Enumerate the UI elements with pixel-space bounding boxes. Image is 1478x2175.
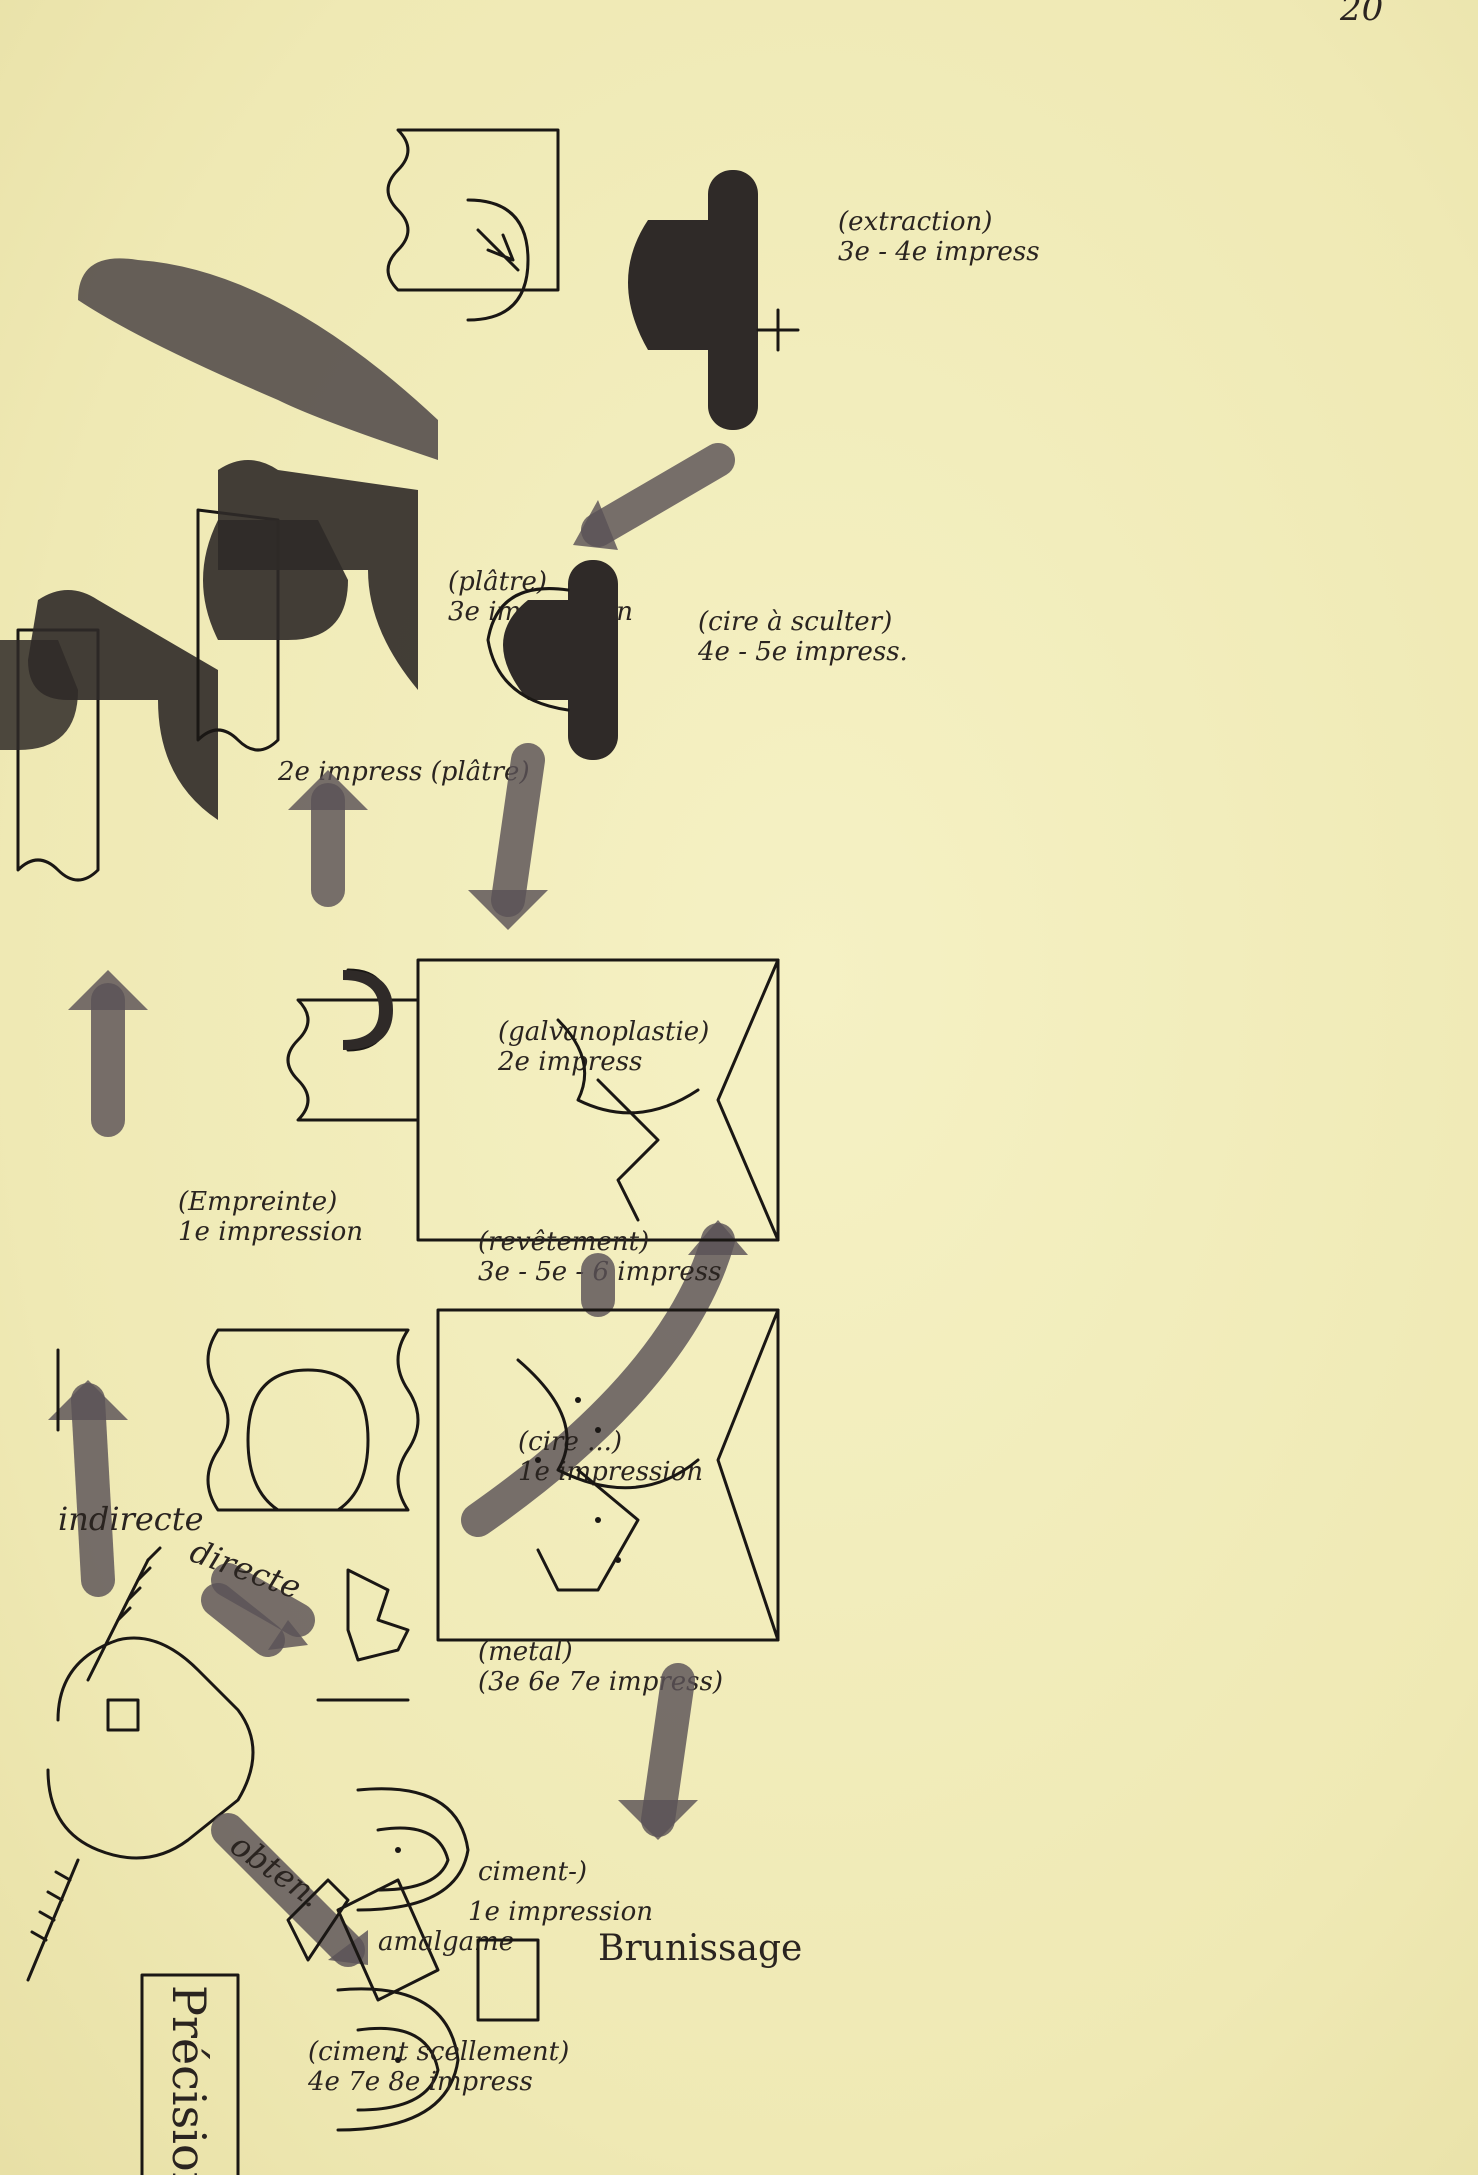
page-number: 20 [1339,0,1383,29]
label-imp1-cire-1: 1e impression [518,1457,703,1487]
label-imp1-bottom: 1e impression [468,1897,653,1927]
arrow-indirect: indirecte [48,1380,204,1580]
curved-extraction-stroke [78,258,438,460]
title: Précision. [162,1985,216,2175]
label-imp1-empreinte-2: (Empreinte) [178,1187,337,1217]
imp1-empreinte: 1e impression (Empreinte) [58,1187,418,1510]
label-imp2-platre: 2e impress (plâtre) [277,757,530,787]
arrow-direct: directe [185,1532,308,1650]
label-indirecte: indirecte [58,1500,204,1538]
label-imp4-5-1: 4e - 5e impress. [697,637,908,667]
label-amalgame: amalgame [378,1927,514,1957]
imp3-4-extraction: 3e - 4e impress (extraction) [628,170,1040,430]
label-imp2-galv-2: (galvanoplastie) [498,1017,709,1047]
label-imp4-7-8-1: 4e 7e 8e impress [307,2067,533,2097]
imp4-5-cire: 4e - 5e impress. (cire à sculter) [488,560,908,760]
label-imp1-cire-2: (cire ...) [518,1427,622,1457]
label-imp3-5-6-2: (revêtement) [478,1227,649,1257]
label-imp4-7-8-2: (ciment scellement) [308,2037,569,2067]
label-brunissage: Brunissage [598,1928,802,1969]
label-imp3-4-2: (extraction) [838,207,992,237]
label-ciment: ciment-) [478,1857,587,1887]
title-box: Précision. [142,1975,238,2175]
label-imp4-5-2: (cire à sculter) [698,607,892,637]
arrow-obtain: obten. [223,1825,368,1965]
label-imp3-4-1: 3e - 4e impress [838,237,1040,267]
imp2-galvanoplastie: 2e impress (galvanoplastie) [288,970,709,1120]
arrow-to-imp2-platre [68,970,148,1120]
label-imp3-platre-2: (plâtre) [448,567,547,597]
label-imp1-empreinte-1: 1e impression [178,1217,363,1247]
label-imp2-galv-1: 2e impress [497,1047,642,1077]
wavy-block-extraction [388,130,558,320]
arrow-to-imp3-platre [288,770,368,890]
rotated-diagram: Précision. indirecte directe obten. [0,130,1040,2175]
label-imp3-6-7-2: (metal) [478,1637,573,1667]
arrow-to-imp4-5 [573,460,718,550]
arrow-to-brunissage [618,1680,698,1840]
